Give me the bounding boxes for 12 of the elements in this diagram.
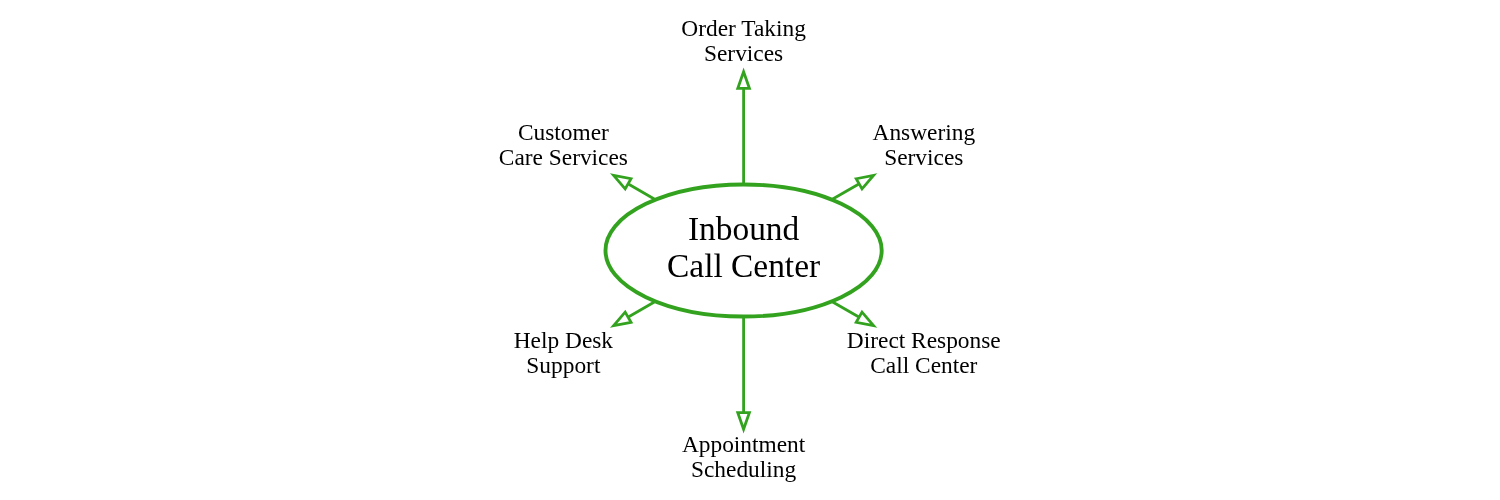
node-text: Customer Care Services: [498, 118, 628, 170]
arrow: [609, 172, 656, 201]
arrow: [609, 299, 656, 328]
arrow: [735, 316, 752, 433]
node-text: Help Desk Support: [513, 326, 614, 378]
node-text: Order Taking Services: [681, 14, 806, 66]
node-text: Answering Services: [872, 118, 976, 170]
node-text: Appointment Scheduling: [681, 430, 806, 482]
arrow: [831, 299, 878, 328]
arrow: [735, 67, 752, 184]
arrow: [831, 172, 878, 201]
node-text: Direct Response Call Center: [846, 326, 1001, 378]
